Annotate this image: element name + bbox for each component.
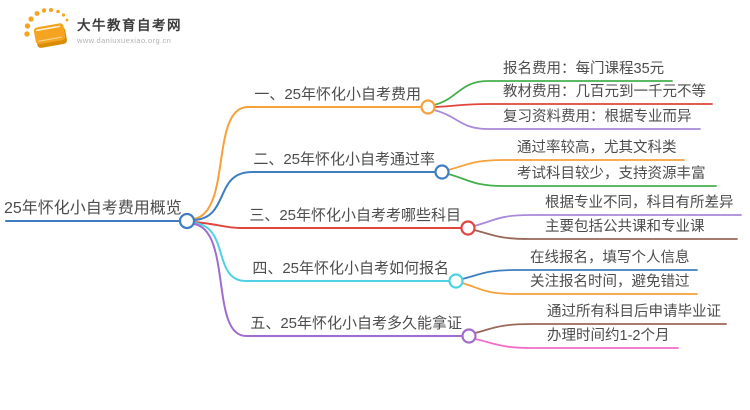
root-branch4-connector	[193, 222, 450, 282]
branch-node-5[interactable]: 五、25年怀化小自考多久能拿证	[250, 315, 462, 332]
book-logo-icon	[24, 8, 69, 48]
site-logo[interactable]: 大牛教育自考网 www.daniuxuexiao.org.cn	[22, 7, 182, 51]
logo-site-name: 大牛教育自考网	[77, 17, 182, 33]
branch4-leaf2-connector	[461, 282, 698, 295]
leaf-node-4-2[interactable]: 关注报名时间，避免错过	[530, 274, 690, 290]
branch1-leaf3-connector	[433, 109, 701, 130]
branch-node-1[interactable]: 一、25年怀化小自考费用	[254, 86, 421, 103]
leaf-node-3-2[interactable]: 主要包括公共课和专业课	[545, 219, 705, 235]
branch-node-3[interactable]: 三、25年怀化小自考考哪些科目	[249, 207, 461, 224]
root-branch1-connector	[193, 106, 422, 220]
logo-text-block: 大牛教育自考网 www.daniuxuexiao.org.cn	[77, 14, 182, 45]
branch2-leaf2-connector	[447, 173, 717, 187]
branch1-leaf1-connector	[433, 80, 673, 106]
branch2-leaf1-connector	[447, 159, 685, 171]
branch4-leaf1-connector	[461, 269, 698, 280]
branch1-node-circle[interactable]	[420, 99, 436, 115]
branch-node-4[interactable]: 四、25年怀化小自考如何报名	[252, 260, 449, 277]
root-branch3-connector	[193, 221, 462, 229]
leaf-node-2-1[interactable]: 通过率较高，尤其文科类	[517, 140, 677, 156]
branch5-leaf2-connector	[474, 338, 679, 349]
branch3-leaf2-connector	[473, 229, 738, 240]
branch5-leaf1-connector	[474, 323, 727, 334]
branch2-node-circle[interactable]	[434, 164, 450, 180]
branch4-node-circle[interactable]	[448, 273, 464, 289]
branch3-node-circle[interactable]	[460, 220, 476, 236]
root-node-label[interactable]: 25年怀化小自考费用概览	[4, 200, 182, 217]
leaf-node-5-2[interactable]: 办理时间约1-2个月	[547, 328, 670, 344]
root-branch2-connector	[193, 171, 436, 221]
leaf-node-1-2[interactable]: 教材费用：几百元到一千元不等	[503, 84, 706, 100]
leaf-node-4-1[interactable]: 在线报名，填写个人信息	[530, 250, 690, 266]
leaf-node-5-1[interactable]: 通过所有科目后申请毕业证	[547, 304, 721, 320]
leaf-node-2-2[interactable]: 考试科目较少，支持资源丰富	[517, 166, 706, 182]
branch1-leaf2-connector	[434, 103, 713, 108]
root-branch5-connector	[193, 223, 463, 337]
root-node-circle[interactable]	[178, 212, 196, 230]
branch3-leaf1-connector	[473, 214, 742, 227]
branch5-node-circle[interactable]	[461, 328, 477, 344]
leaf-node-3-1[interactable]: 根据专业不同，科目有所差异	[545, 195, 734, 211]
branch-node-2[interactable]: 二、25年怀化小自考通过率	[253, 151, 435, 168]
leaf-node-1-3[interactable]: 复习资料费用：根据专业而异	[503, 109, 692, 125]
leaf-node-1-1[interactable]: 报名费用：每门课程35元	[503, 61, 665, 77]
logo-site-url: www.daniuxuexiao.org.cn	[77, 35, 172, 45]
